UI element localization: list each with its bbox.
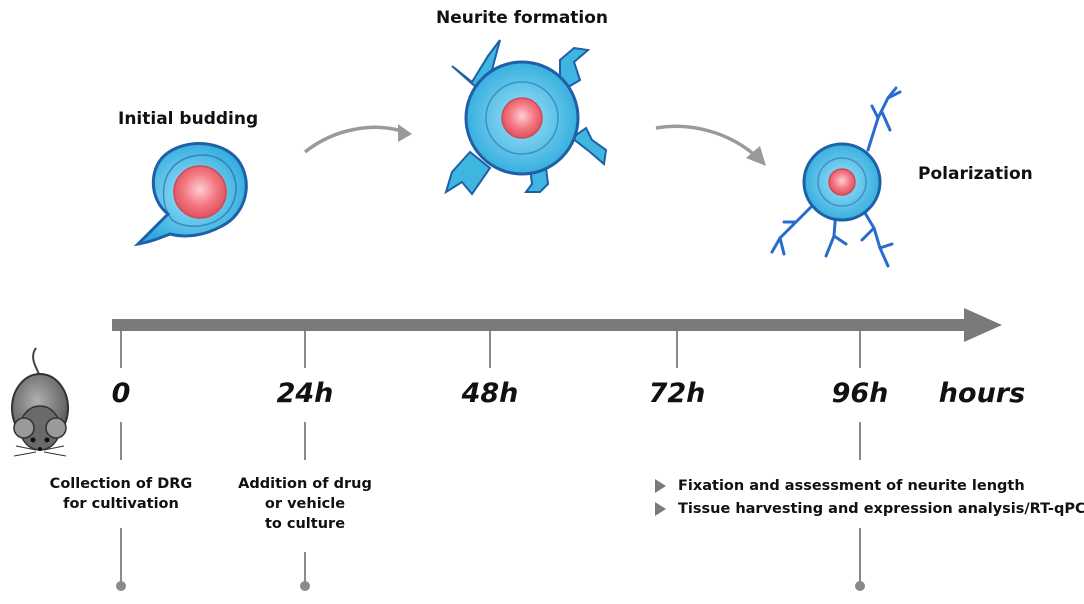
- timeline-axis: [112, 319, 968, 331]
- triangle-bullet-icon: [655, 479, 666, 493]
- event-t24: Addition of drug or vehicle to culture: [238, 474, 372, 534]
- tick-label-96h: 96h: [831, 378, 889, 409]
- triangle-bullet-icon: [655, 502, 666, 516]
- event-t24-line-1: Addition of drug: [238, 476, 372, 492]
- event-t0-line-1: Collection of DRG: [49, 476, 193, 492]
- mouse-icon: [11, 347, 69, 457]
- event-t96-text-2: Tissue harvesting and expression analysi…: [678, 501, 1084, 517]
- event-t96-text-1: Fixation and assessment of neurite lengt…: [678, 478, 1025, 494]
- event-t24-line-3: to culture: [264, 516, 346, 532]
- curved-arrow-icon: [655, 124, 760, 160]
- tick-label-0: 0: [111, 378, 131, 409]
- budding-cell-icon: [133, 142, 248, 247]
- event-t0: Collection of DRG for cultivation: [50, 474, 193, 514]
- event-t24-line-2: or vehicle: [264, 496, 346, 512]
- neurite-formation-cell-icon: [444, 39, 608, 196]
- event-t96-item-2: Tissue harvesting and expression analysi…: [655, 501, 1084, 517]
- tick-label-24h: 24h: [276, 378, 334, 409]
- neurite-formation-label: Neurite formation: [436, 8, 609, 28]
- initial-budding-label: Initial budding: [118, 109, 259, 129]
- arrowhead-icon: [398, 124, 412, 142]
- timeline-arrowhead-icon: [964, 308, 1002, 342]
- arrowhead-icon: [746, 146, 766, 166]
- event-t96-item-1: Fixation and assessment of neurite lengt…: [655, 478, 1025, 494]
- line-end-dots: [116, 581, 865, 591]
- event-t0-line-2: for cultivation: [63, 496, 179, 512]
- tick-label-48h: 48h: [461, 378, 519, 409]
- curved-arrow-icon: [303, 125, 406, 154]
- tick-marks: [120, 331, 861, 584]
- polarized-cell-icon: [770, 86, 902, 268]
- axis-unit-label: hours: [938, 378, 1026, 409]
- tick-label-72h: 72h: [648, 378, 706, 409]
- polarization-label: Polarization: [918, 164, 1033, 184]
